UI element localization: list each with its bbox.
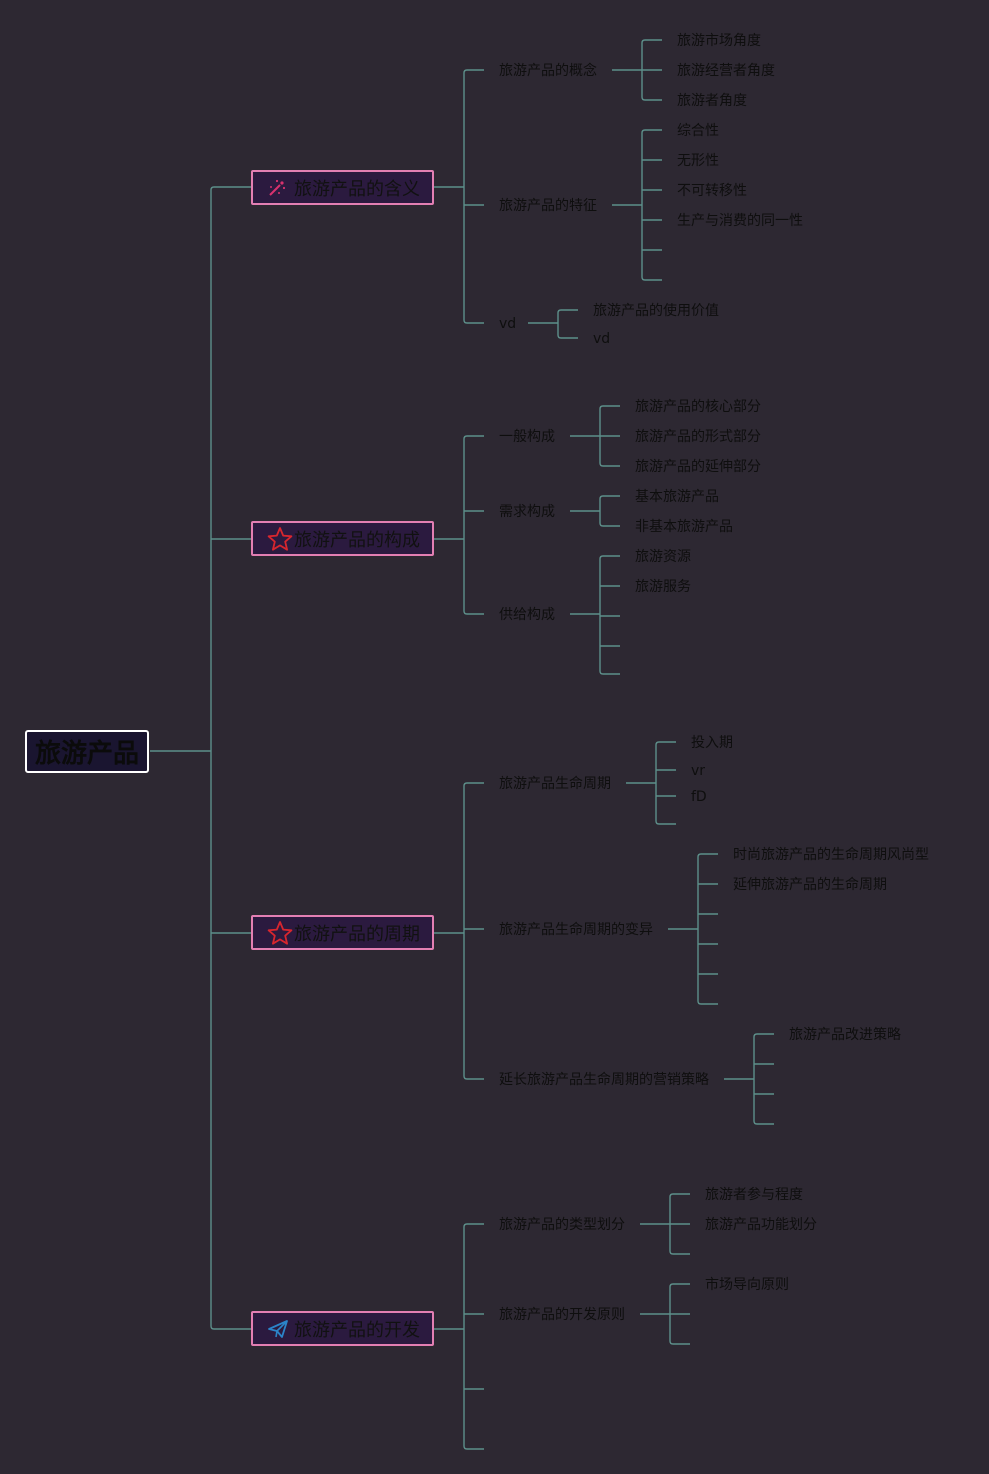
topic-node[interactable]: 延长旅游产品生命周期的营销策略 — [499, 1072, 709, 1088]
n02-link-stub — [557, 309, 578, 314]
leaf-node[interactable]: 旅游产品功能划分 — [705, 1217, 817, 1233]
b0-link-stub — [463, 319, 484, 324]
topic-node[interactable]: 旅游产品生命周期 — [499, 776, 611, 792]
n10-link-stub — [599, 405, 620, 410]
leaf-node[interactable]: 旅游者参与程度 — [705, 1187, 803, 1203]
n01-link-stub — [641, 129, 662, 134]
leaf-node[interactable]: 旅游产品改进策略 — [789, 1027, 901, 1043]
leaf-node[interactable]: 市场导向原则 — [705, 1277, 789, 1293]
topic-node[interactable]: 旅游产品生命周期的变异 — [499, 922, 653, 938]
leaf-node[interactable]: 非基本旅游产品 — [635, 519, 733, 535]
leaf-node[interactable]: 投入期 — [691, 735, 733, 751]
n01-link-stub — [641, 276, 662, 281]
magic-wand-icon — [267, 175, 293, 201]
branch-label: 旅游产品的周期 — [294, 923, 420, 945]
leaf-node[interactable]: 时尚旅游产品的生命周期风尚型 — [733, 847, 929, 863]
branch-node-cycle[interactable]: 旅游产品的周期 — [251, 915, 434, 950]
root-link-stub — [210, 1325, 251, 1330]
n11-link-stub — [599, 495, 620, 500]
topic-node[interactable]: 旅游产品的特征 — [499, 198, 597, 214]
n11-link-stub — [599, 522, 620, 527]
n00-link-stub — [641, 39, 662, 44]
leaf-node[interactable]: 旅游者角度 — [677, 93, 747, 109]
leaf-node[interactable]: 旅游经营者角度 — [677, 63, 775, 79]
n22-link-stub — [753, 1033, 774, 1038]
branch-node-meaning[interactable]: 旅游产品的含义 — [251, 170, 434, 205]
leaf-node[interactable]: 旅游产品的形式部分 — [635, 429, 761, 445]
n31-link-stub — [669, 1340, 690, 1345]
leaf-node[interactable]: 旅游资源 — [635, 549, 691, 565]
leaf-node[interactable]: 基本旅游产品 — [635, 489, 719, 505]
topic-node[interactable]: 旅游产品的概念 — [499, 63, 597, 79]
leaf-node[interactable]: 旅游服务 — [635, 579, 691, 595]
b2-link-stub — [463, 782, 484, 787]
leaf-node[interactable]: 旅游产品的使用价值 — [593, 303, 719, 319]
branch-node-composition[interactable]: 旅游产品的构成 — [251, 521, 434, 556]
b3-link-stub — [463, 1445, 484, 1450]
n30-link-stub — [669, 1250, 690, 1255]
n21-link-stub — [697, 853, 718, 858]
star-icon — [267, 920, 293, 946]
b2-link-stub — [463, 1075, 484, 1080]
n30-link-stub — [669, 1193, 690, 1198]
n10-link-stub — [599, 462, 620, 467]
n22-link-stub — [753, 1120, 774, 1125]
n12-link-stub — [599, 555, 620, 560]
leaf-node[interactable]: vr — [691, 763, 706, 779]
root-link-stub — [210, 186, 251, 191]
leaf-node[interactable]: 旅游产品的延伸部分 — [635, 459, 761, 475]
leaf-node[interactable]: vd — [593, 331, 611, 347]
paper-plane-icon — [267, 1316, 293, 1342]
n20-link-stub — [655, 741, 676, 746]
branch-node-development[interactable]: 旅游产品的开发 — [251, 1311, 434, 1346]
b0-link-stub — [463, 69, 484, 74]
n21-link-stub — [697, 1000, 718, 1005]
topic-node[interactable]: 旅游产品的类型划分 — [499, 1217, 625, 1233]
leaf-node[interactable]: fD — [691, 789, 707, 805]
branch-label: 旅游产品的含义 — [294, 178, 420, 200]
branch-label: 旅游产品的开发 — [294, 1319, 420, 1341]
b1-link-stub — [463, 435, 484, 440]
leaf-node[interactable]: 延伸旅游产品的生命周期 — [733, 877, 887, 893]
topic-node[interactable]: 供给构成 — [499, 607, 555, 623]
leaf-node[interactable]: 无形性 — [677, 153, 719, 169]
topic-node[interactable]: 需求构成 — [499, 504, 555, 520]
leaf-node[interactable]: 生产与消费的同一性 — [677, 213, 803, 229]
leaf-node[interactable]: 旅游市场角度 — [677, 33, 761, 49]
branch-label: 旅游产品的构成 — [294, 529, 420, 551]
topic-node[interactable]: 旅游产品的开发原则 — [499, 1307, 625, 1323]
n02-link-stub — [557, 334, 578, 339]
root-node[interactable]: 旅游产品 — [25, 730, 149, 773]
b3-link-stub — [463, 1223, 484, 1228]
star-icon — [267, 526, 293, 552]
b1-link-stub — [463, 610, 484, 615]
leaf-node[interactable]: 不可转移性 — [677, 183, 747, 199]
n12-link-stub — [599, 670, 620, 675]
topic-node[interactable]: 一般构成 — [499, 429, 555, 445]
topic-node[interactable]: vd — [499, 316, 517, 332]
leaf-node[interactable]: 综合性 — [677, 123, 719, 139]
leaf-node[interactable]: 旅游产品的核心部分 — [635, 399, 761, 415]
n00-link-stub — [641, 96, 662, 101]
n20-link-stub — [655, 820, 676, 825]
n31-link-stub — [669, 1283, 690, 1288]
